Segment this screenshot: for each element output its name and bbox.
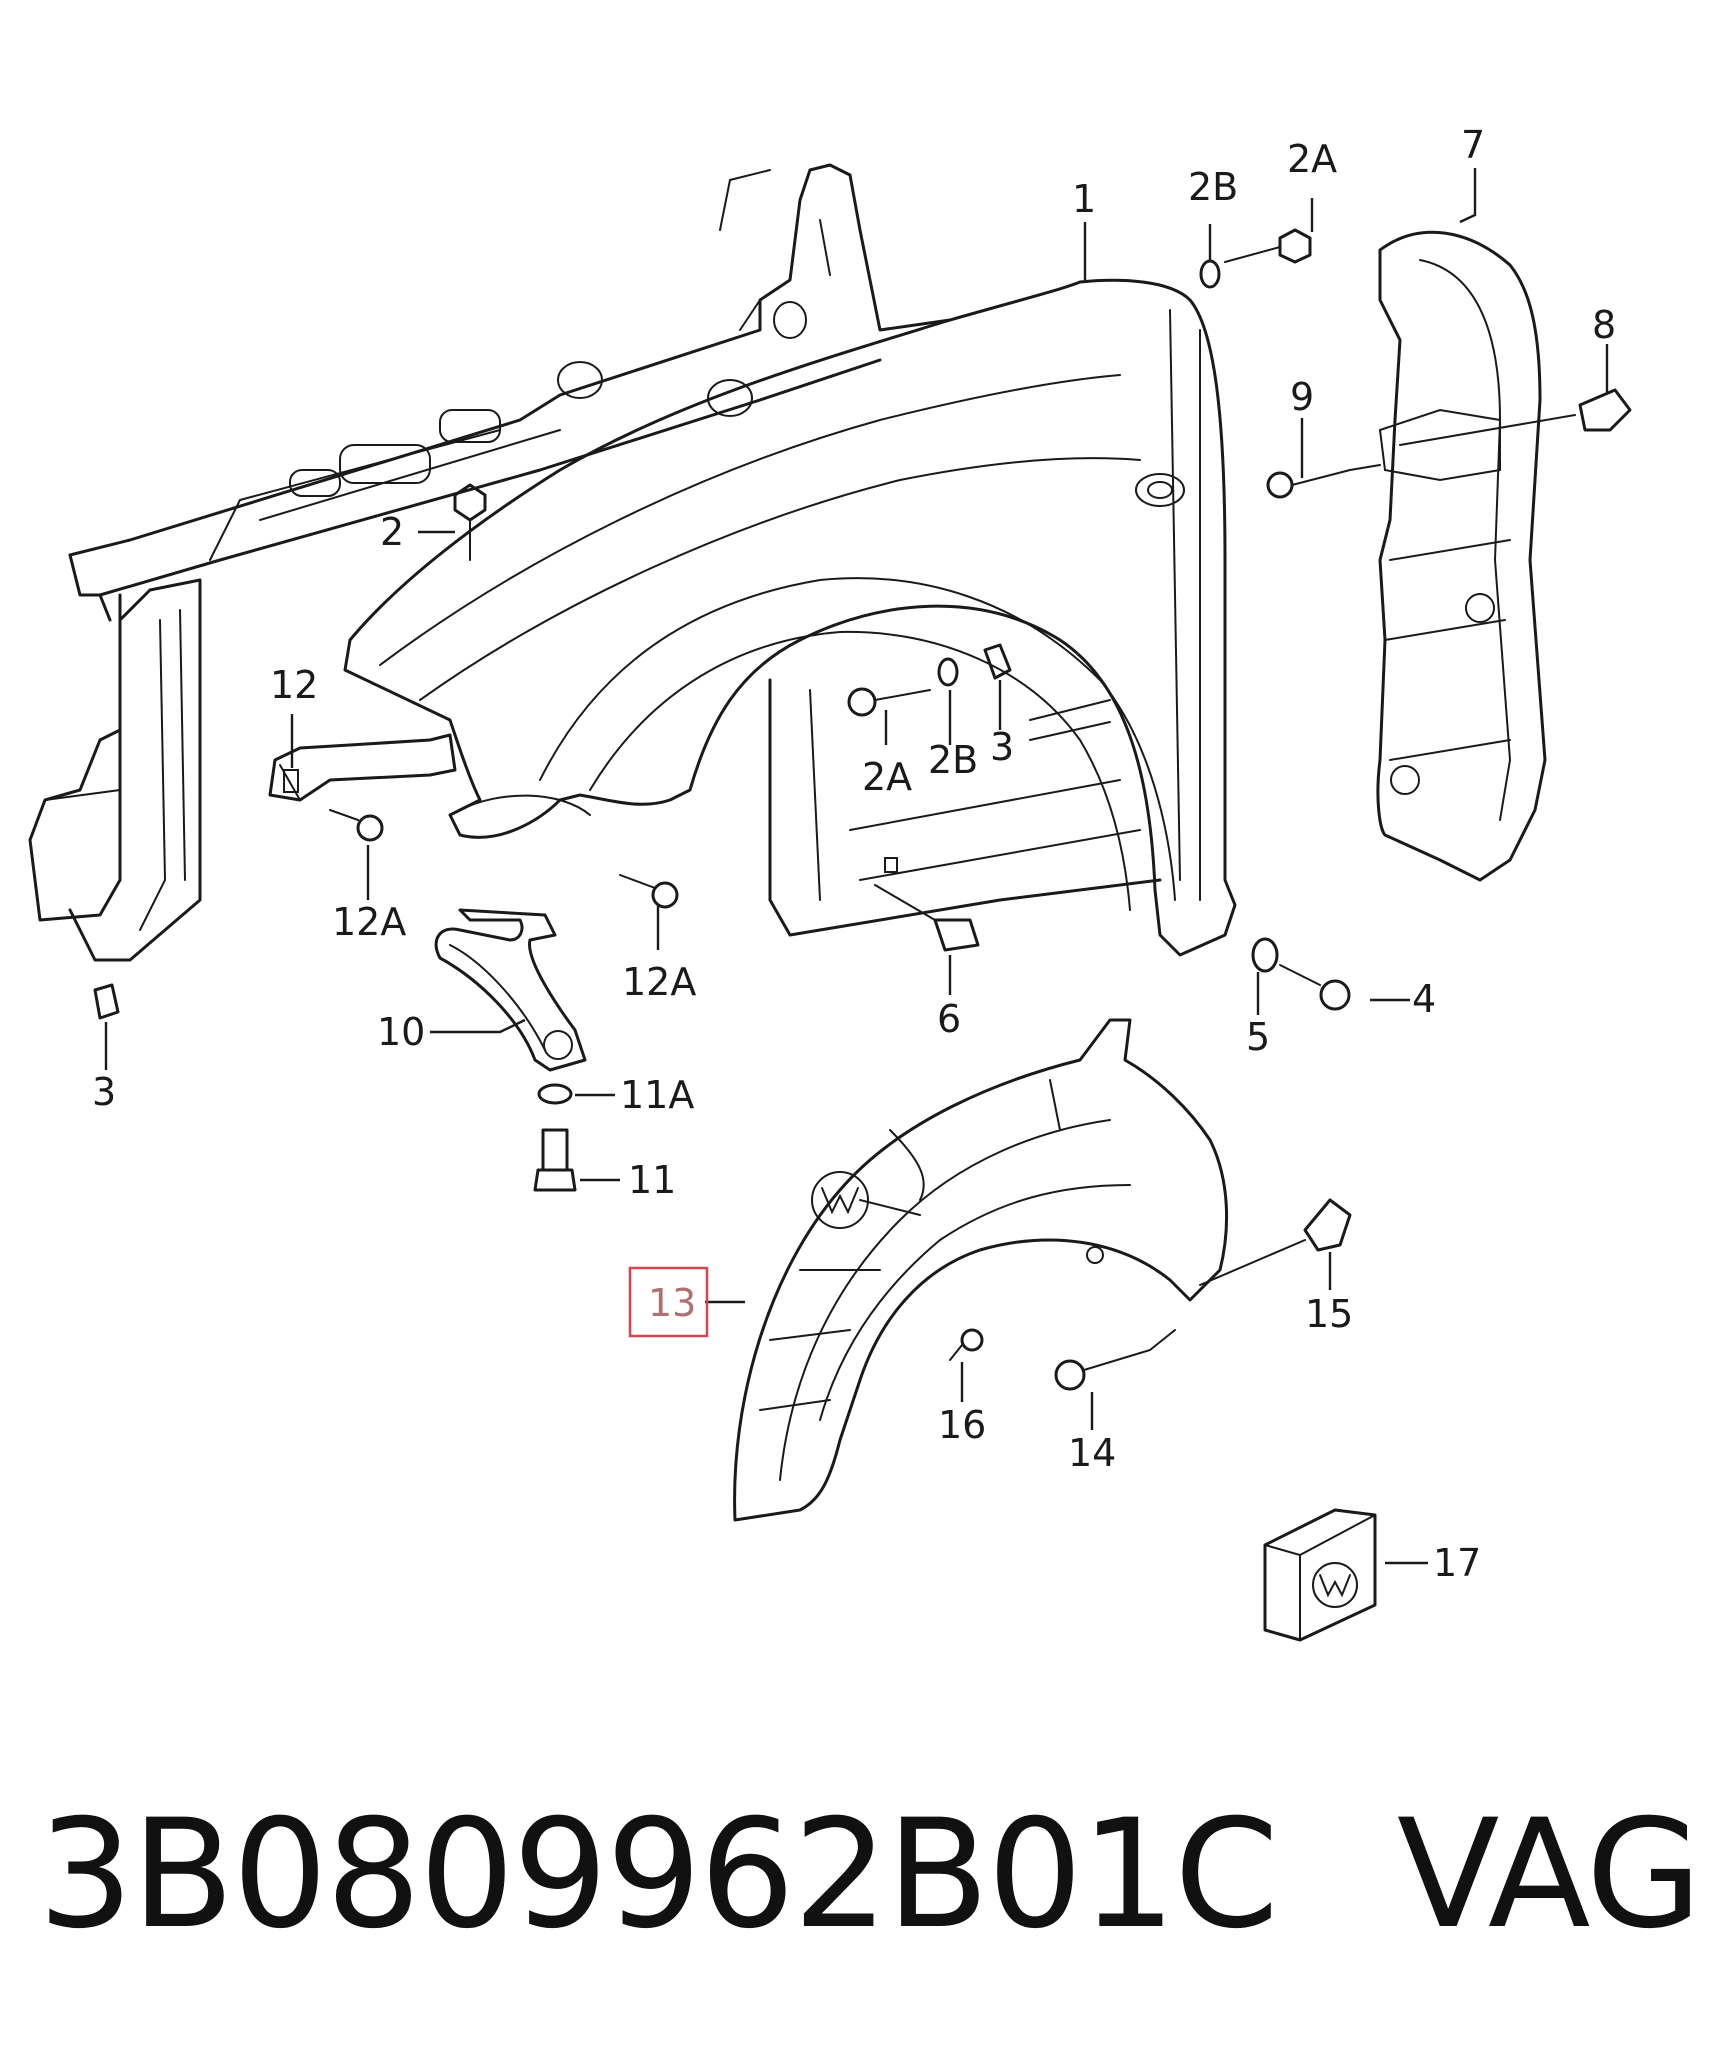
callout-5: 5 [1246, 1015, 1270, 1059]
callout-12a-mid: 12A [622, 960, 696, 1004]
fasteners [93, 228, 1632, 1391]
callout-1: 1 [1072, 177, 1096, 221]
callout-2: 2 [380, 510, 404, 554]
body-frame [28, 163, 952, 962]
callout-7: 7 [1461, 123, 1485, 167]
splash-shield-7 [1376, 230, 1547, 882]
callout-3-left: 3 [92, 1070, 116, 1114]
bracket-12 [268, 733, 457, 802]
callout-2b-top: 2B [1188, 165, 1238, 209]
callout-6: 6 [937, 997, 961, 1041]
part-caption: 3B0809962B01C VAG [38, 1788, 1702, 1962]
callout-2a-top: 2A [1287, 137, 1337, 181]
part-17-block [1263, 1508, 1377, 1642]
callout-12a-left: 12A [332, 900, 406, 944]
callout-15: 15 [1305, 1292, 1353, 1336]
callout-2a-mid: 2A [862, 755, 912, 799]
brand-name: VAG [1396, 1788, 1702, 1962]
callout-9: 9 [1290, 375, 1314, 419]
leader-lines [104, 168, 1609, 1565]
part-number: 3B0809962B01C [38, 1788, 1279, 1962]
bracket-10 [434, 908, 587, 1072]
callout-2b-mid: 2B [928, 738, 978, 782]
callout-10: 10 [377, 1010, 425, 1054]
callout-14: 14 [1068, 1431, 1116, 1475]
callout-17: 17 [1433, 1541, 1481, 1585]
callout-11a: 11A [620, 1073, 694, 1117]
callout-11: 11 [628, 1158, 676, 1202]
callout-8: 8 [1592, 303, 1616, 347]
fender-panel [343, 278, 1237, 957]
callout-labels: 1 2B 2A 7 8 9 2 12 12A 12A 2A 2B 3 6 5 4… [92, 123, 1616, 1585]
wheel-arch-liner-13 [733, 1018, 1229, 1522]
callout-16: 16 [938, 1403, 986, 1447]
callout-3-mid: 3 [990, 725, 1014, 769]
callout-13: 13 [648, 1281, 696, 1325]
callout-13-highlight[interactable] [628, 1266, 709, 1338]
callout-4: 4 [1412, 977, 1436, 1021]
inner-wheelhouse [768, 678, 1162, 937]
callout-12: 12 [270, 663, 318, 707]
